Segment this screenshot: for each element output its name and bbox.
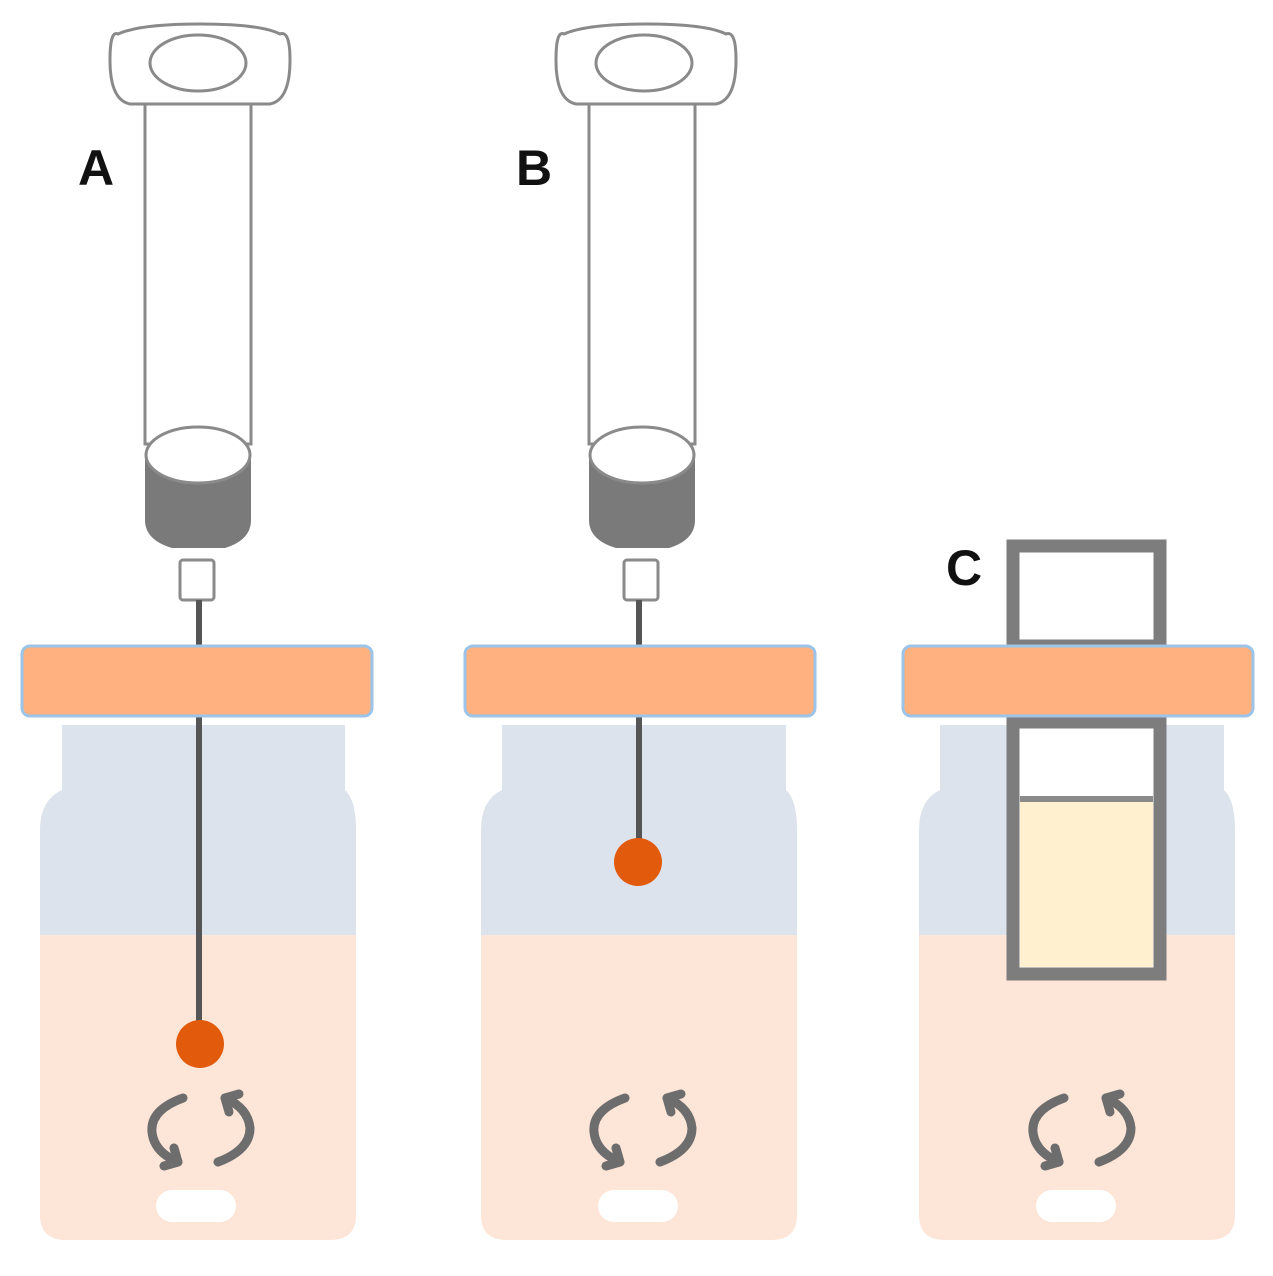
syringe-b [554, 22, 738, 886]
stir-bar-c [1036, 1190, 1116, 1222]
septum-cap-c [901, 644, 1255, 718]
vial-a-liquid [40, 935, 356, 1240]
syringe-a-luer [178, 558, 216, 602]
droplet-b [614, 838, 662, 886]
droplet-a [176, 1020, 224, 1068]
stir-bar-a [156, 1190, 236, 1222]
vial-c-liquid [919, 935, 1235, 1240]
syringe-b-plunger-seal [588, 425, 696, 485]
panel-b: B [463, 22, 817, 1240]
syringe-a-needle [196, 600, 202, 1032]
panel-c: C [901, 539, 1255, 1240]
panel-a: A [20, 22, 374, 1240]
panel-label-c: C [946, 540, 982, 596]
panel-label-a: A [78, 140, 114, 196]
syringe-b-needle [636, 600, 642, 840]
sampling-tube-c [1006, 539, 1167, 981]
syringe-b-plunger-head [594, 33, 694, 93]
syringe-b-barrel [587, 102, 697, 446]
circular-arrows-icon-b [589, 1089, 697, 1171]
syringe-a-plunger-head [148, 33, 248, 93]
syringe-a-plunger-seal [144, 425, 252, 485]
circular-arrows-icon-a [147, 1089, 255, 1171]
sampling-tube-c-sorbent-line [1020, 796, 1153, 802]
syringe-b-luer [622, 558, 660, 602]
sampling-tube-c-upper [1006, 539, 1167, 653]
syringe-a [108, 22, 292, 1068]
vial-b-liquid [481, 935, 797, 1240]
septum-cap-b [463, 644, 817, 718]
circular-arrows-icon-c [1028, 1089, 1136, 1171]
septum-cap-a [20, 644, 374, 718]
syringe-a-barrel [143, 102, 253, 446]
sampling-tube-c-sorbent [1020, 800, 1153, 967]
stir-bar-b [598, 1190, 678, 1222]
panel-label-b: B [516, 140, 552, 196]
